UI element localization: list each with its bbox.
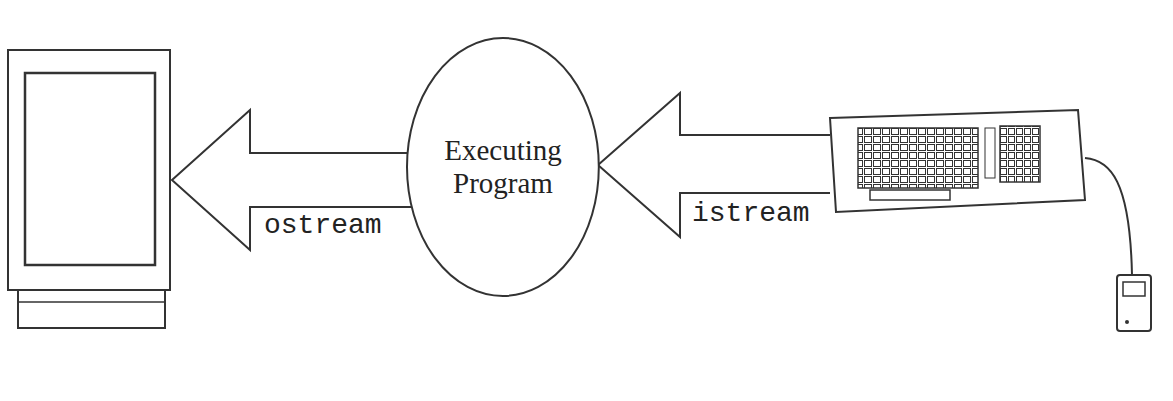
stream-label: ostream [262, 210, 384, 241]
node-text: Executing Program [439, 134, 567, 201]
program-ellipse: Executing Program [405, 36, 601, 298]
mouse-cable [1085, 158, 1132, 275]
stream-arrow [172, 110, 415, 250]
stream-arrow [598, 93, 830, 237]
monitor [8, 50, 170, 328]
keyboard [830, 110, 1085, 212]
stream-label: istream [690, 198, 812, 229]
mouse [1117, 275, 1151, 331]
